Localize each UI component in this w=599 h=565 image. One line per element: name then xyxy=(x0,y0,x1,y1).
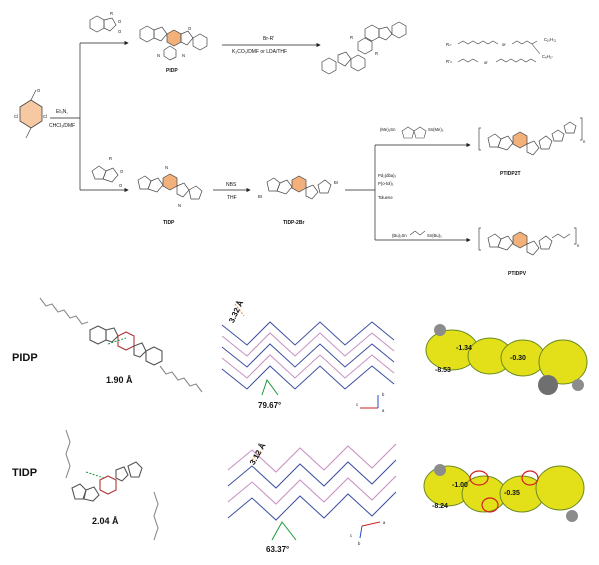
atom-o: O xyxy=(119,183,123,188)
tidp-packing-view xyxy=(227,443,397,541)
pidp-tilt-angle: 79.67° xyxy=(258,401,281,410)
alkylation-reagent: Br-R' xyxy=(263,36,274,42)
tidp-stack-distance: 3.12 Å xyxy=(248,441,268,466)
pidp-esp-value-3: -0.30 xyxy=(510,355,526,362)
stille-arrows xyxy=(345,142,471,243)
atom-o: O xyxy=(188,26,192,31)
stannane-left: (Me)₃Sn xyxy=(380,127,396,132)
tidp-esp-value-3: -0.35 xyxy=(504,490,520,497)
starting-quinone: O Cl Cl xyxy=(14,88,47,139)
tidp-molecule xyxy=(137,173,203,200)
stannane-right: Sn(Me)₃ xyxy=(428,127,444,132)
isatin-reagent xyxy=(89,15,117,33)
tidp-esp-value-2: -8.24 xyxy=(432,503,448,510)
r-group-definitions: R= or C₁₀H₂₁ C₈H₁₇ R'= or xyxy=(446,37,557,65)
ptidpv-polymer xyxy=(478,227,577,256)
atom-r: R xyxy=(110,11,113,16)
pidp-packing-view xyxy=(221,303,395,409)
tidp-hbond-distance: 2.04 Å xyxy=(92,516,119,526)
synthesis-scheme: O Cl Cl Et₃N, CHCl₃/DMF R O O xyxy=(14,11,586,277)
thienoisatin-reagent xyxy=(91,165,119,183)
ptidp2t-polymer xyxy=(478,117,583,156)
atom-n: N xyxy=(157,53,160,58)
tidp-label: TIDP xyxy=(163,220,175,226)
rprime-label: R'= xyxy=(446,59,453,64)
pidp-esp-surface xyxy=(422,312,594,412)
vinyl-stannane-right: Sn(Bu)₃ xyxy=(427,233,442,238)
tidp-crystal-molecule xyxy=(65,429,159,541)
r-branch-top: C₁₀H₂₁ xyxy=(544,37,557,42)
atom-n: N xyxy=(165,165,168,170)
toluene-solvent: Toluene xyxy=(378,195,393,200)
axis-b: b xyxy=(382,392,385,397)
solvent-chcl3-dmf: CHCl₃/DMF xyxy=(49,123,75,129)
tidp-tilt-angle: 63.37° xyxy=(266,545,289,554)
pidp-esp-value-2: -8.53 xyxy=(435,367,451,374)
pidp-esp-value-1: -1.34 xyxy=(456,345,472,352)
atom-n: N xyxy=(178,203,181,208)
atom-r: R xyxy=(350,35,353,40)
r-branch-bottom: C₈H₁₇ xyxy=(542,54,553,59)
axis-c: c xyxy=(356,402,358,407)
tidp-esp-value-1: -1.00 xyxy=(452,482,468,489)
tidp-2br-label: TIDP-2Br xyxy=(283,220,304,226)
atom-cl: Cl xyxy=(14,114,18,119)
tidp-hbond-line xyxy=(85,471,105,479)
pd-catalyst: Pd₂(dba)₃ xyxy=(378,173,397,178)
atom-cl: Cl xyxy=(43,114,47,119)
pidp-label: PIDP xyxy=(166,68,178,74)
pidp-row-label: PIDP xyxy=(12,352,38,364)
pidp-molecule xyxy=(139,25,208,61)
atom-o: O xyxy=(37,88,41,93)
pidp-stack-distance: 3.32 Å xyxy=(227,299,245,324)
atom-o: O xyxy=(118,19,122,24)
axis-a: a xyxy=(383,520,386,525)
ligand: P(o-tol)₃ xyxy=(378,181,394,186)
atom-o: O xyxy=(118,29,122,34)
repeat-n: n xyxy=(583,139,586,144)
atom-r: R xyxy=(375,51,378,56)
tidp-row-label: TIDP xyxy=(12,467,37,479)
vinyl-stannane-left: (Bu)₃Sn xyxy=(392,233,407,238)
atom-o: O xyxy=(120,169,124,174)
split-arrows xyxy=(50,40,129,193)
pidp-hbond-line xyxy=(107,337,127,345)
atom-br: Br xyxy=(258,194,263,199)
alkylation-conditions: K₂CO₃/DMF or LDA/THF xyxy=(232,49,287,55)
pidp-crystal-molecule xyxy=(39,297,203,393)
ptidp2t-label: PTIDP2T xyxy=(500,171,521,177)
tidp-esp-surface xyxy=(422,446,594,546)
tidp-2br-molecule xyxy=(266,175,332,200)
structure-analysis: PIDP TIDP 1.90 Å 3.32 Å 79.67° xyxy=(12,297,594,554)
atom-br: Br xyxy=(334,180,339,185)
axis-a: a xyxy=(382,408,385,413)
repeat-n: n xyxy=(577,243,580,248)
reagent-et3n: Et₃N, xyxy=(56,109,68,115)
nbs-reagent: NBS xyxy=(226,182,237,188)
or-text: or xyxy=(502,42,506,47)
atom-r: R xyxy=(109,156,112,161)
atom-n: N xyxy=(182,53,185,58)
alkylated-pidp-molecule xyxy=(321,21,407,75)
or-text: or xyxy=(484,60,488,65)
ptidpv-label: PTIDPV xyxy=(508,271,527,277)
r-label: R= xyxy=(446,42,452,47)
pidp-hbond-distance: 1.90 Å xyxy=(106,375,133,385)
axis-b: b xyxy=(358,541,361,546)
axis-c: c xyxy=(350,533,352,538)
bithiophene-stannane xyxy=(401,126,427,139)
thf-solvent: THF xyxy=(227,195,237,201)
